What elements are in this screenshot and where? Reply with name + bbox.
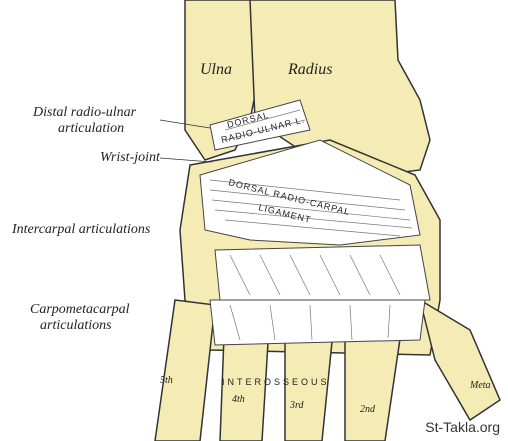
intercarpal-label: Intercarpal articulations	[12, 222, 151, 237]
interosseous-text: INTEROSSEOUS	[222, 377, 330, 387]
carpometacarpal-label-2: articulations	[40, 318, 112, 333]
ligament-fibres	[209, 109, 413, 341]
metacarpal-3-label: 3rd	[289, 400, 305, 411]
metacarpal-1-label: Meta	[469, 380, 491, 391]
carpometacarpal-ligaments	[209, 299, 426, 346]
metacarpal-2-label: 2nd	[360, 404, 376, 415]
distal-radio-ulnar-label-1: Distal radio-ulnar	[33, 105, 137, 120]
metacarpal-1	[418, 298, 501, 422]
metacarpal-5	[154, 299, 216, 441]
leader-lines	[159, 119, 213, 163]
watermark: St-Takla.org	[425, 419, 500, 435]
radius-label: Radius	[288, 61, 333, 78]
intercarpal-ligaments	[214, 244, 431, 301]
carpometacarpal-label-1: Carpometacarpal	[30, 302, 130, 317]
distal-radio-ulnar-label-2: articulation	[58, 121, 125, 136]
metacarpal-4-label: 4th	[232, 394, 245, 405]
metacarpal-5-label: 5th	[160, 375, 173, 386]
dorsal-radio-carpal-ligament	[199, 139, 421, 246]
wrist-joint-label: Wrist-joint	[100, 150, 160, 165]
ulna-label: Ulna	[200, 61, 232, 78]
